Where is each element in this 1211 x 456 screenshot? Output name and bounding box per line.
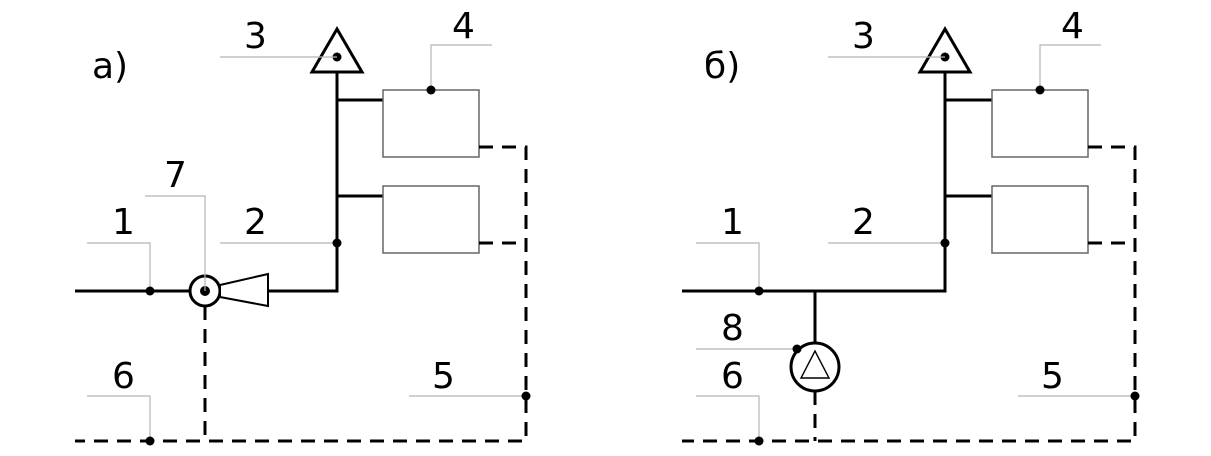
dot-1-b — [754, 286, 764, 296]
dot-5-b — [1130, 391, 1140, 401]
leader-6-b — [696, 395, 760, 441]
scheme-b: б) 1 2 3 4 — [682, 6, 1140, 446]
leader-7-a — [145, 195, 206, 291]
dot-6-b — [754, 436, 764, 446]
scheme-a: а) 1 2 3 4 — [75, 6, 531, 446]
label-5-a: 5 — [432, 356, 455, 397]
dot-1-a — [145, 286, 155, 296]
label-6-b: 6 — [721, 356, 744, 397]
label-2-b: 2 — [852, 202, 875, 243]
radiator-b-lower — [991, 185, 1089, 254]
leader-1-a — [87, 242, 151, 291]
supply-riser-b — [682, 72, 947, 293]
return-pipe-b — [682, 145, 1137, 443]
pump-triangle-icon — [799, 349, 831, 379]
label-8-b: 8 — [721, 308, 744, 349]
dot-2-a — [332, 238, 342, 248]
label-6-a: 6 — [112, 356, 135, 397]
supply-riser-a — [268, 72, 339, 293]
air-vent-icon — [309, 26, 365, 74]
radiator-branches-b — [945, 98, 992, 198]
dot-8-b — [792, 344, 802, 354]
label-5-b: 5 — [1041, 356, 1064, 397]
label-2-a: 2 — [244, 202, 267, 243]
scheme-b-title: б) — [704, 46, 740, 87]
dot-2-b — [940, 238, 950, 248]
radiator-a-lower — [382, 185, 480, 254]
leader-4-a — [430, 44, 492, 90]
return-pipe-a — [75, 145, 528, 443]
radiator-branches-a — [337, 98, 383, 198]
leader-6-a — [87, 395, 151, 441]
label-1-b: 1 — [721, 202, 744, 243]
label-4-b: 4 — [1061, 6, 1084, 47]
label-1-a: 1 — [112, 202, 135, 243]
label-3-a: 3 — [244, 16, 267, 57]
radiator-a-upper — [382, 89, 480, 158]
leader-4-b — [1039, 44, 1101, 90]
label-3-b: 3 — [852, 16, 875, 57]
dot-4-b — [1035, 85, 1045, 95]
leader-1-b — [696, 242, 760, 291]
dot-6-a — [145, 436, 155, 446]
radiator-b-upper — [991, 89, 1089, 158]
label-4-a: 4 — [452, 6, 475, 47]
label-7-a: 7 — [164, 155, 187, 196]
elevator-diffuser-icon — [219, 272, 269, 308]
scheme-a-title: а) — [92, 46, 128, 87]
air-vent-icon — [917, 26, 973, 74]
dot-5-a — [521, 391, 531, 401]
dot-4-a — [426, 85, 436, 95]
